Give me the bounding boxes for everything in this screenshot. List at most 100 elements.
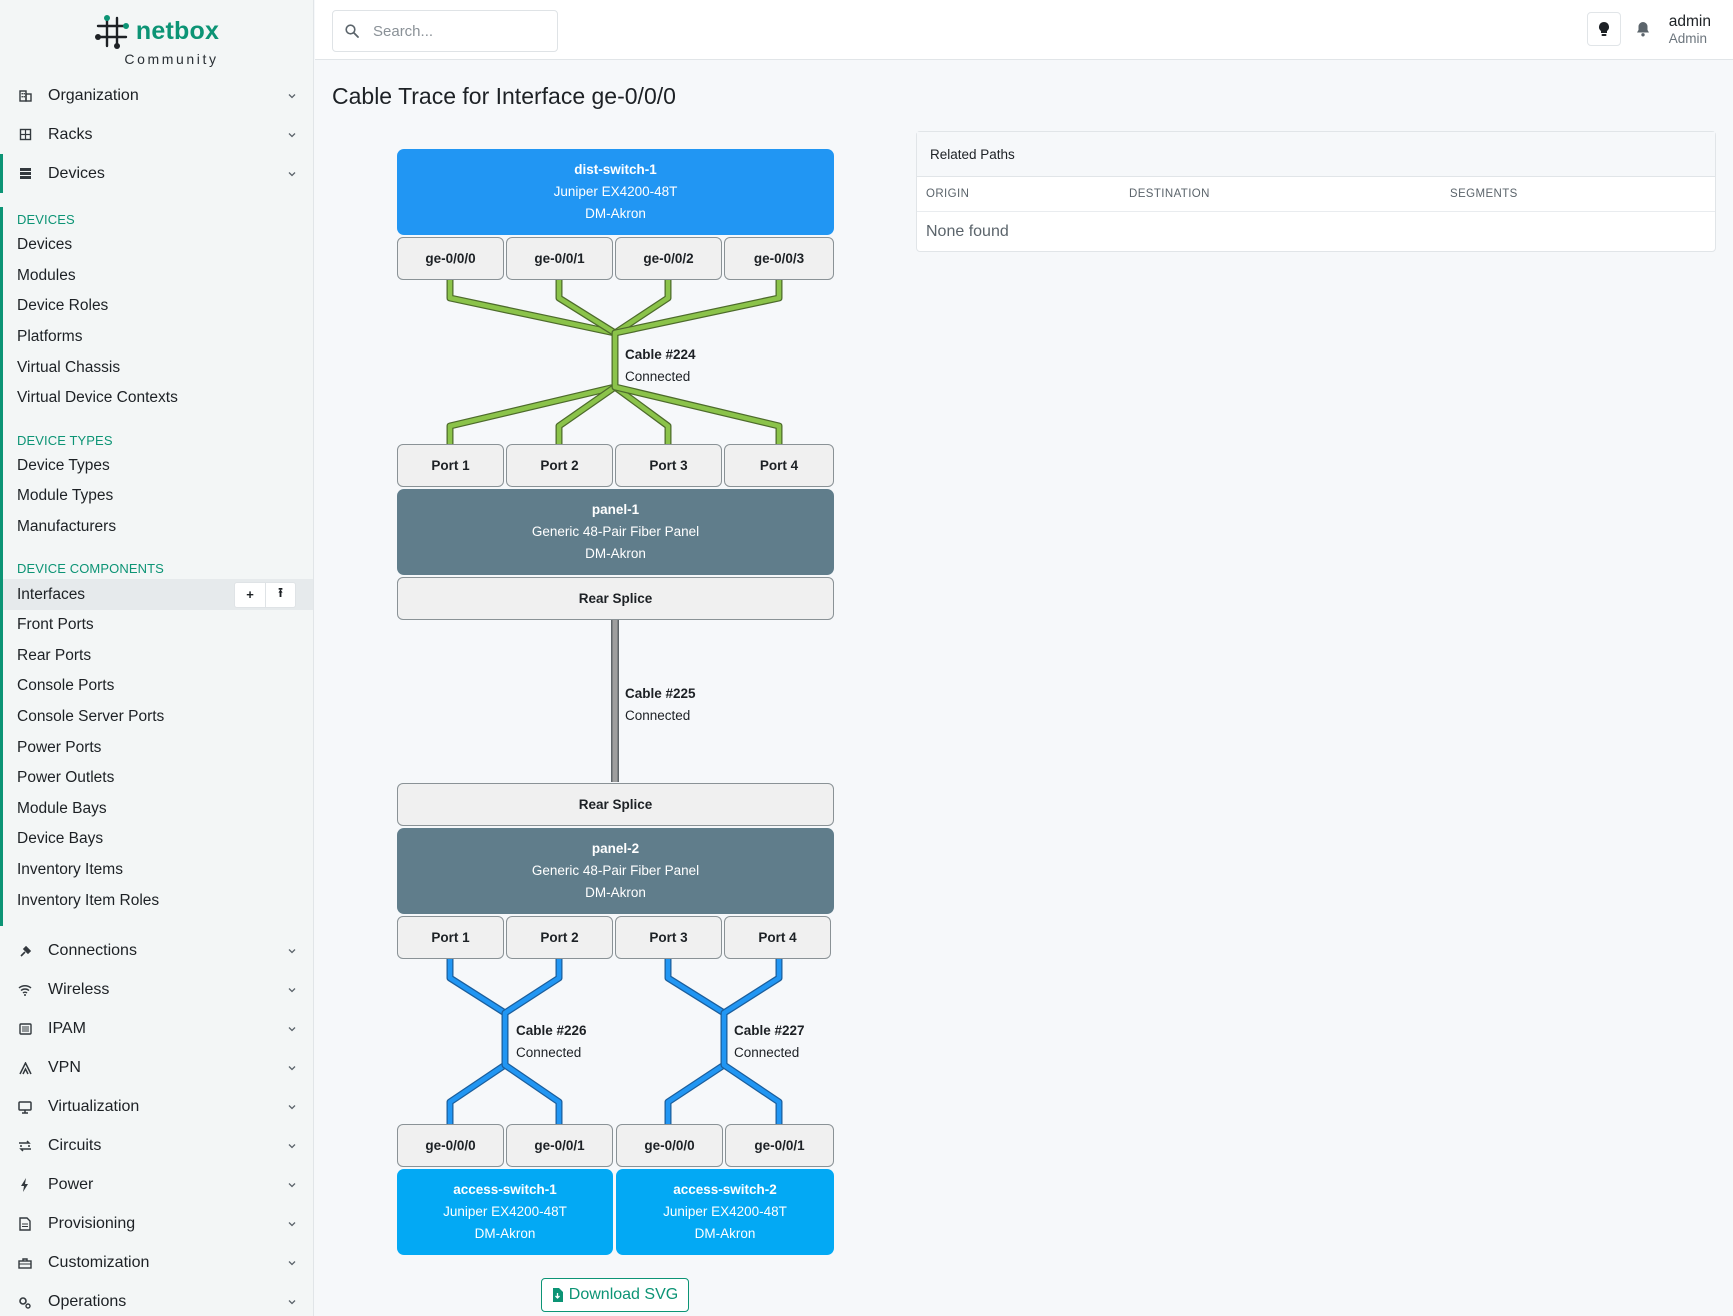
- rear-port-terminal[interactable]: Rear Splice: [397, 577, 834, 620]
- menu-group-circuits[interactable]: Circuits: [0, 1127, 313, 1166]
- sidebar-item-devices[interactable]: Devices: [0, 230, 313, 261]
- cable-226-227-lines[interactable]: [446, 959, 783, 1124]
- front-port-terminal[interactable]: Port 4: [724, 444, 834, 487]
- column-segments[interactable]: SEGMENTS: [1450, 188, 1518, 200]
- cable-226-label[interactable]: Cable #226 Connected: [516, 1020, 587, 1064]
- theme-toggle-button[interactable]: [1586, 12, 1621, 46]
- page-title: Cable Trace for Interface ge-0/0/0: [332, 83, 676, 109]
- sidebar-item-rear-ports[interactable]: Rear Ports: [0, 641, 313, 672]
- wifi-icon: [18, 983, 32, 997]
- sidebar-item-console-ports[interactable]: Console Ports: [0, 671, 313, 702]
- menu-group-label: Wireless: [48, 981, 110, 999]
- sidebar-item-modules[interactable]: Modules: [0, 261, 313, 292]
- interface-terminal[interactable]: ge-0/0/2: [615, 237, 722, 280]
- search-input[interactable]: [373, 22, 543, 40]
- topbar: admin Admin: [315, 0, 1733, 60]
- cable-trace-diagram: dist-switch-1 Juniper EX4200-48T DM-Akro…: [390, 140, 850, 1315]
- front-port-terminal[interactable]: Port 1: [397, 916, 504, 959]
- cable-name: Cable #226: [516, 1023, 587, 1038]
- cable-224-lines[interactable]: [446, 280, 783, 444]
- sidebar-item-label: Front Ports: [17, 616, 94, 634]
- sidebar-item-console-server-ports[interactable]: Console Server Ports: [0, 702, 313, 733]
- sidebar-item-virtual-chassis[interactable]: Virtual Chassis: [0, 352, 313, 383]
- sidebar-item-label: Device Bays: [17, 830, 104, 848]
- menu-group-devices[interactable]: Devices: [0, 154, 313, 193]
- interface-terminal[interactable]: ge-0/0/3: [724, 237, 834, 280]
- sidebar-item-label: Inventory Item Roles: [17, 891, 160, 909]
- device-site: DM-Akron: [474, 1226, 536, 1241]
- sidebar-item-label: Virtual Chassis: [17, 358, 121, 376]
- counter-icon: [18, 1022, 32, 1036]
- sidebar-item-label: Inventory Items: [17, 860, 123, 878]
- column-origin[interactable]: ORIGIN: [926, 188, 970, 200]
- sidebar-item-virtual-device-contexts[interactable]: Virtual Device Contexts: [0, 383, 313, 414]
- front-port-terminal[interactable]: Port 4: [724, 916, 831, 959]
- menu-group-power[interactable]: Power: [0, 1166, 313, 1205]
- front-port-terminal[interactable]: Port 3: [615, 916, 722, 959]
- interface-terminal[interactable]: ge-0/0/1: [725, 1124, 834, 1167]
- device-name: panel-2: [591, 841, 640, 856]
- chevron-down-icon: [288, 949, 296, 954]
- brand-logo[interactable]: netbox Community: [0, 0, 313, 76]
- menu-group-vpn[interactable]: VPN: [0, 1049, 313, 1088]
- menu-group-virtualization[interactable]: Virtualization: [0, 1088, 313, 1127]
- menu-group-ipam[interactable]: IPAM: [0, 1010, 313, 1049]
- sidebar-item-platforms[interactable]: Platforms: [0, 322, 313, 353]
- device-access-switch-2[interactable]: access-switch-2 Juniper EX4200-48T DM-Ak…: [616, 1169, 834, 1255]
- column-destination[interactable]: DESTINATION: [1129, 188, 1210, 200]
- user-name: admin: [1668, 12, 1711, 30]
- menu-group-provisioning[interactable]: Provisioning: [0, 1205, 313, 1244]
- sidebar-item-label: Module Types: [17, 487, 114, 505]
- menu-group-wireless[interactable]: Wireless: [0, 971, 313, 1010]
- sidebar-item-label: Manufacturers: [17, 518, 117, 536]
- menu-group-customization[interactable]: Customization: [0, 1244, 313, 1283]
- menu-group-connections[interactable]: Connections: [0, 932, 313, 971]
- sidebar-item-label: Devices: [17, 236, 73, 254]
- menu-group-organization[interactable]: Organization: [0, 76, 313, 115]
- front-port-terminal[interactable]: Port 1: [397, 444, 504, 487]
- cable-status: Connected: [734, 1045, 800, 1060]
- lightbulb-icon: [1598, 22, 1609, 36]
- cable-225-label[interactable]: Cable #225 Connected: [625, 683, 696, 727]
- interface-terminal[interactable]: ge-0/0/0: [397, 237, 504, 280]
- sidebar-item-manufacturers[interactable]: Manufacturers: [0, 512, 313, 543]
- front-port-terminal[interactable]: Port 3: [615, 444, 722, 487]
- sidebar-item-interfaces[interactable]: Interfaces+⭱: [0, 579, 313, 610]
- device-access-switch-1[interactable]: access-switch-1 Juniper EX4200-48T DM-Ak…: [397, 1169, 613, 1255]
- front-port-terminal[interactable]: Port 2: [506, 444, 613, 487]
- menu-group-racks[interactable]: Racks: [0, 115, 313, 154]
- sidebar-item-label: Power Ports: [17, 738, 102, 756]
- user-menu[interactable]: admin Admin: [1669, 13, 1711, 46]
- device-panel-2[interactable]: panel-2 Generic 48-Pair Fiber Panel DM-A…: [397, 828, 834, 914]
- download-svg-button[interactable]: Download SVG: [541, 1278, 689, 1312]
- interface-terminal[interactable]: ge-0/0/1: [506, 237, 613, 280]
- add-button[interactable]: +: [246, 587, 254, 603]
- import-button[interactable]: ⭱: [265, 582, 295, 607]
- cable-224-label[interactable]: Cable #224 Connected: [625, 344, 696, 388]
- chevron-down-icon: [288, 1066, 296, 1071]
- interface-terminal[interactable]: ge-0/0/0: [397, 1124, 504, 1167]
- sidebar-item-module-types[interactable]: Module Types: [0, 481, 313, 512]
- sidebar-item-power-ports[interactable]: Power Ports: [0, 732, 313, 763]
- search-box[interactable]: [332, 10, 558, 52]
- front-port-terminal[interactable]: Port 2: [506, 916, 613, 959]
- device-panel-1[interactable]: panel-1 Generic 48-Pair Fiber Panel DM-A…: [397, 489, 834, 575]
- cable-227-label[interactable]: Cable #227 Connected: [734, 1020, 805, 1064]
- menu-group-label: Organization: [48, 86, 139, 104]
- sidebar-item-inventory-items[interactable]: Inventory Items: [0, 855, 313, 886]
- sidebar-item-inventory-item-roles[interactable]: Inventory Item Roles: [0, 885, 313, 916]
- menu-group-label: Customization: [48, 1254, 150, 1272]
- interface-terminal[interactable]: ge-0/0/1: [506, 1124, 613, 1167]
- notifications-button[interactable]: [1631, 12, 1655, 46]
- sidebar-item-power-outlets[interactable]: Power Outlets: [0, 763, 313, 794]
- chevron-down-icon: [288, 1183, 296, 1188]
- menu-group-operations[interactable]: Operations: [0, 1283, 313, 1316]
- interface-terminal[interactable]: ge-0/0/0: [616, 1124, 723, 1167]
- sidebar-item-device-types[interactable]: Device Types: [0, 451, 313, 482]
- sidebar-item-device-roles[interactable]: Device Roles: [0, 291, 313, 322]
- sidebar-item-front-ports[interactable]: Front Ports: [0, 610, 313, 641]
- device-dist-switch-1[interactable]: dist-switch-1 Juniper EX4200-48T DM-Akro…: [397, 149, 834, 235]
- sidebar-item-device-bays[interactable]: Device Bays: [0, 824, 313, 855]
- rear-port-terminal[interactable]: Rear Splice: [397, 783, 834, 826]
- sidebar-item-module-bays[interactable]: Module Bays: [0, 794, 313, 825]
